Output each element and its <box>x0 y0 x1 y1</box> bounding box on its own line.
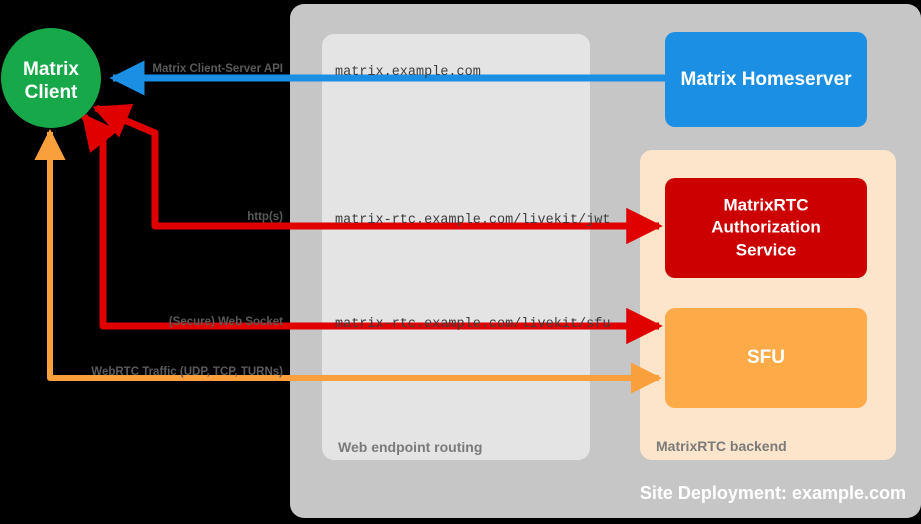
matrix-client-label-line1: Matrix <box>23 59 79 80</box>
web-endpoint-routing-label: Web endpoint routing <box>338 439 482 455</box>
matrixrtc-auth-label-line2: Authorization <box>711 217 821 236</box>
protocol-label-websocket: (Secure) Web Socket <box>169 316 283 328</box>
connection-webrtc-traffic <box>34 128 663 394</box>
matrix-homeserver-label: Matrix Homeserver <box>680 69 852 90</box>
matrixrtc-auth-label-line1: MatrixRTC <box>723 195 808 214</box>
route-endpoint-matrix: matrix.example.com <box>335 65 481 80</box>
matrixrtc-auth-label-line3: Service <box>736 240 797 259</box>
protocol-label-client-server-api: Matrix Client-Server API <box>152 63 283 75</box>
matrix-homeserver-box[interactable] <box>665 32 867 127</box>
sfu-box[interactable] <box>665 308 867 408</box>
protocol-label-https: http(s) <box>247 211 283 223</box>
sfu-label: SFU <box>747 347 785 368</box>
route-endpoint-jwt: matrix-rtc.example.com/livekit/jwt <box>335 213 610 228</box>
matrixrtc-backend-label: MatrixRTC backend <box>656 438 787 454</box>
route-endpoint-sfu: matrix-rtc.example.com/livekit/sfu <box>335 317 610 332</box>
matrix-client-label-line2: Client <box>25 82 78 103</box>
matrixrtc-authorization-service-box[interactable] <box>665 178 867 278</box>
site-deployment-label: Site Deployment: example.com <box>640 483 906 503</box>
matrix-client-node[interactable] <box>1 28 101 128</box>
protocol-label-webrtc: WebRTC Traffic (UDP, TCP, TURNs) <box>91 366 283 378</box>
web-endpoint-routing-panel <box>322 34 590 460</box>
